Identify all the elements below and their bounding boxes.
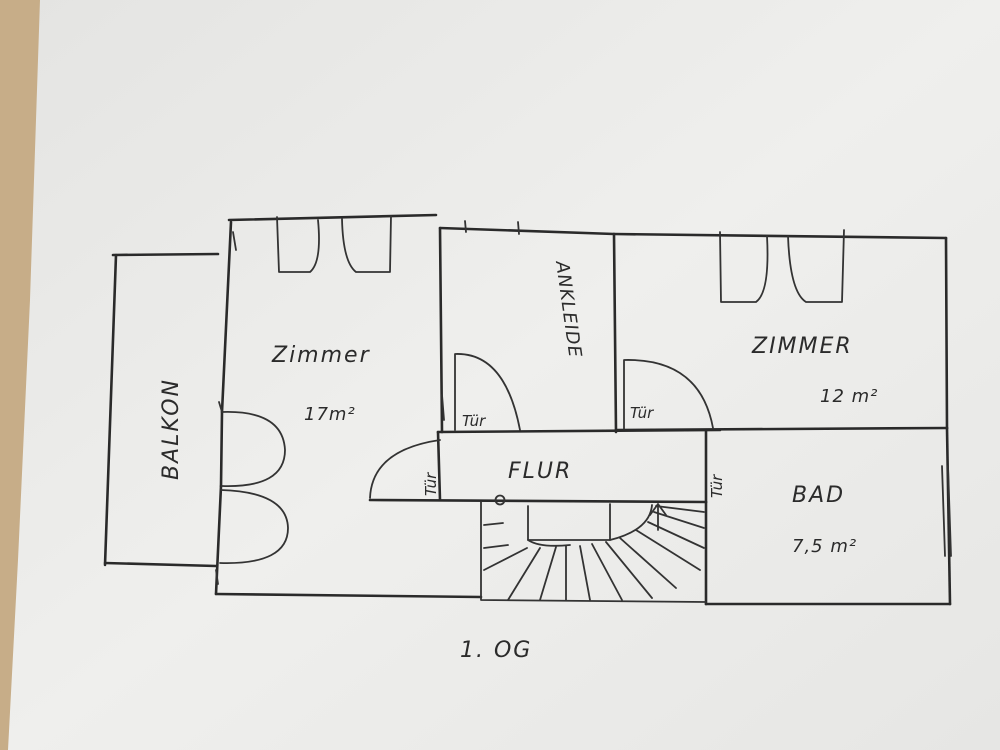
balkon-outline — [103, 252, 220, 568]
ankleide-door-label: Tür — [462, 412, 486, 430]
newel-post-marker — [494, 494, 506, 506]
flur-left-door-label: Tür — [422, 472, 440, 496]
flur-label: FLUR — [508, 459, 572, 484]
bad-window — [941, 465, 952, 557]
flur-right-door-label: Tür — [708, 474, 726, 498]
zimmer-left-name: Zimmer — [271, 343, 371, 368]
zimmer-right-window — [719, 229, 845, 303]
zimmer-left-area: 17m² — [304, 404, 356, 425]
paper-sheet — [8, 0, 1000, 750]
bad-walls — [704, 426, 952, 606]
zimmer-left-walls — [214, 213, 483, 599]
balkon-door-lower — [219, 489, 289, 564]
balkon-label: BALKON — [159, 378, 184, 480]
staircase — [480, 494, 707, 603]
bad-area: 7,5 m² — [792, 536, 857, 557]
zimmer-right-door-label: Tür — [630, 404, 654, 422]
ankleide-door — [441, 353, 521, 431]
zimmer-right-door — [623, 359, 714, 431]
flur-left-door — [369, 439, 441, 499]
flur-walls — [368, 428, 722, 504]
zimmer-left-window — [276, 215, 392, 273]
zimmer-right-name: ZIMMER — [751, 334, 853, 359]
balkon-door-upper — [221, 411, 286, 487]
zimmer-right-area: 12 m² — [820, 386, 878, 407]
floor-label: 1. OG — [460, 638, 532, 663]
bad-name: BAD — [792, 483, 845, 508]
